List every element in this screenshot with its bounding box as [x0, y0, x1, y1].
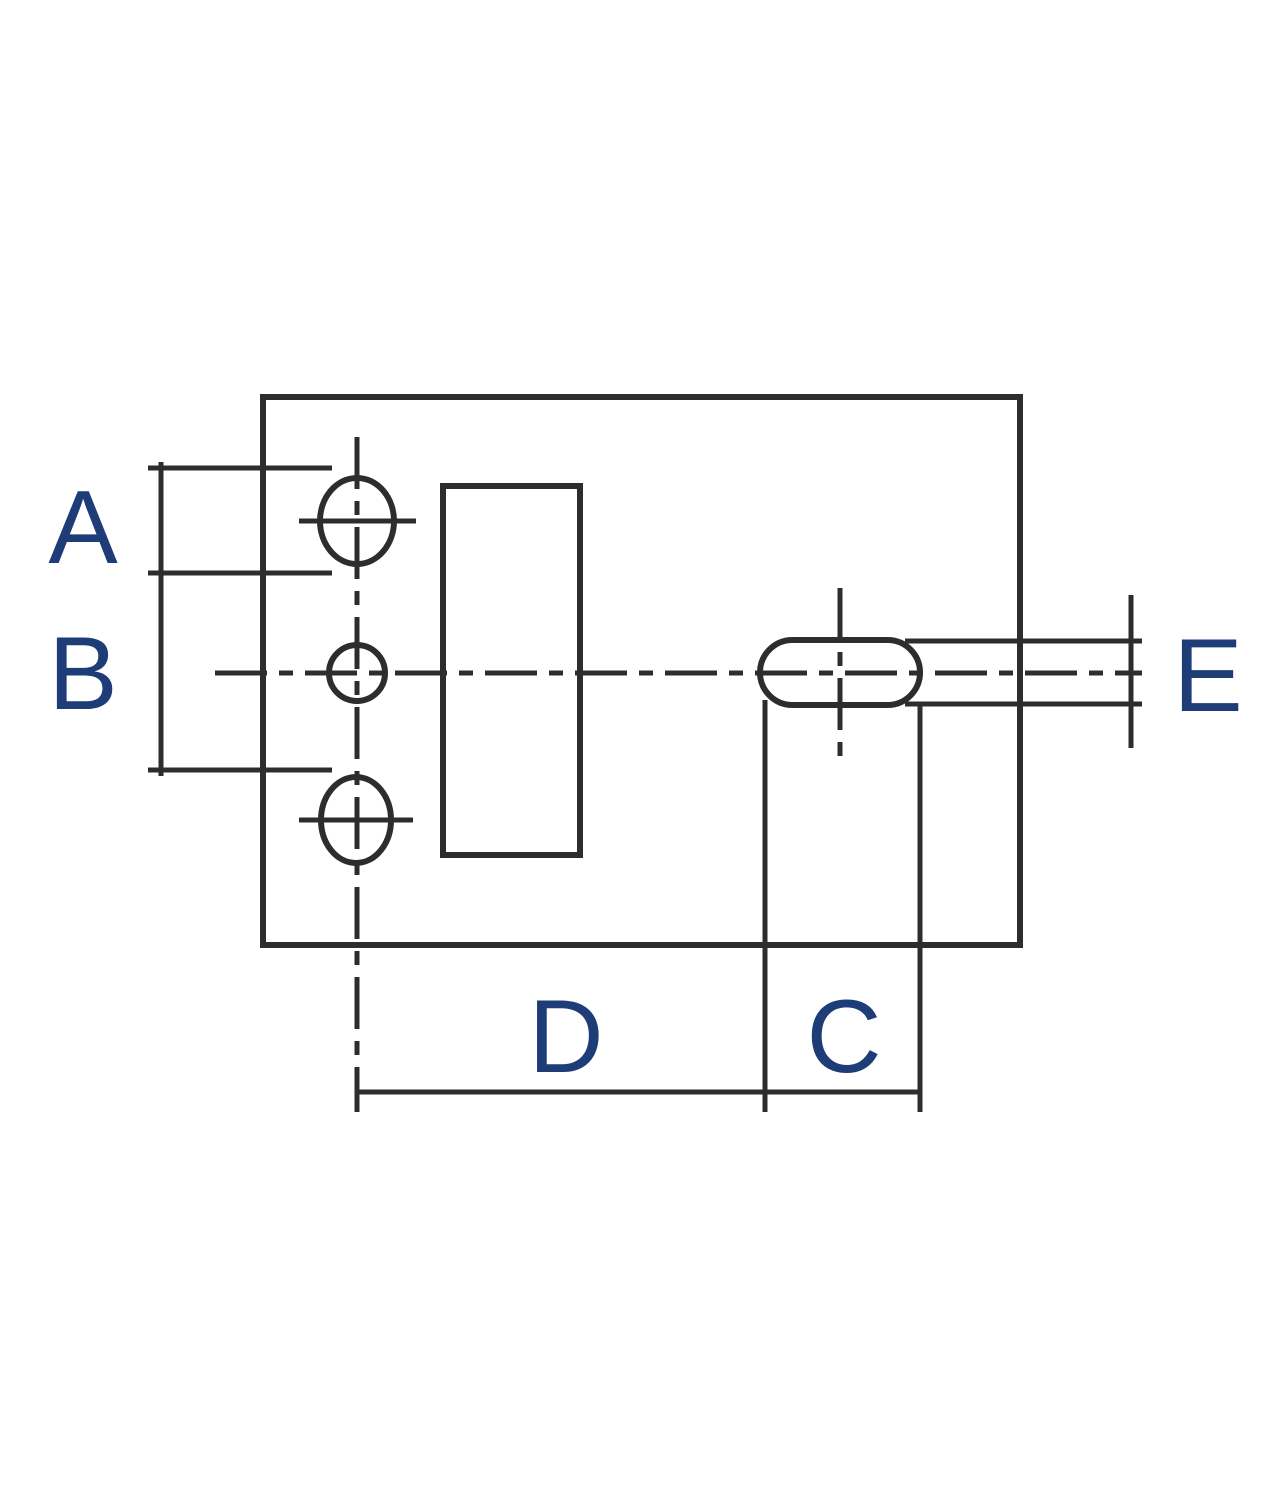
dimension-label-d: D [528, 979, 603, 1095]
dimension-label-b: B [48, 616, 117, 732]
dimension-label-a: A [48, 470, 118, 586]
dimension-label-e: E [1173, 618, 1242, 734]
dimension-label-c: C [806, 979, 881, 1095]
